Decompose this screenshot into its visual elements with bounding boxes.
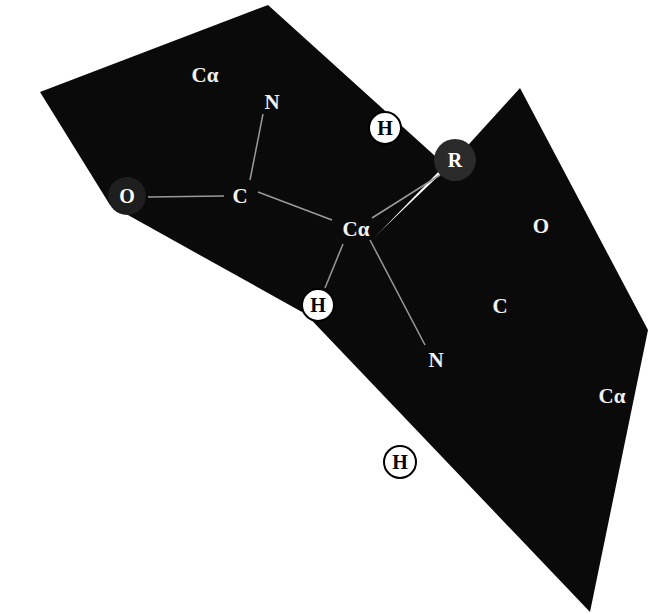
bond-line (148, 196, 224, 197)
atom-symbol: H (310, 295, 326, 315)
atom-circle: R (434, 139, 476, 181)
bond-line (370, 240, 425, 345)
atom-circle: O (108, 177, 146, 215)
atom-symbol: O (119, 186, 135, 206)
bond-line (372, 175, 440, 218)
atom-label: Cα (192, 65, 219, 86)
bond-lines (148, 114, 440, 345)
bond-line (325, 244, 343, 288)
atom-circle: H (368, 111, 402, 145)
atom-symbol: R (448, 150, 462, 170)
atom-label: Cα (343, 219, 370, 240)
atom-label: C (492, 296, 507, 317)
bond-line (250, 114, 263, 180)
amide-plane (300, 88, 648, 612)
atom-label: C (232, 186, 247, 207)
atom-label: N (264, 92, 279, 113)
atom-label: O (533, 216, 549, 237)
atom-symbol: H (392, 452, 408, 472)
atom-label: N (428, 350, 443, 371)
atom-circle: H (301, 288, 335, 322)
atom-symbol: H (377, 118, 393, 138)
atom-circle: H (383, 445, 417, 479)
atom-label: Cα (599, 386, 626, 407)
bond-line (258, 192, 332, 220)
